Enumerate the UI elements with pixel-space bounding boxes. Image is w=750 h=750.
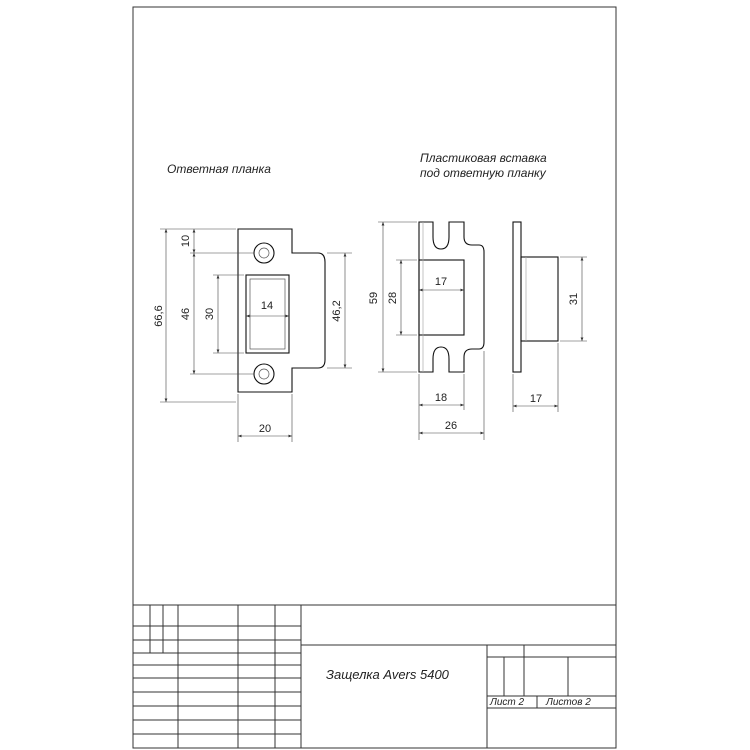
sheet-border	[132, 6, 617, 749]
side-flange	[512, 221, 522, 373]
dim-plate-window-width: 14	[261, 300, 273, 312]
insert-window	[418, 259, 465, 336]
dim-plate-top-offset: 10	[180, 235, 192, 247]
strike-plate-drawing	[237, 228, 326, 393]
dim-plate-window-height: 30	[204, 308, 216, 320]
dim-insert-body-width: 18	[435, 392, 447, 404]
drawing-title: Защелка Avers 5400	[326, 667, 450, 682]
caption-insert-line1: Пластиковая вставка	[420, 151, 547, 165]
strike-plate-dimensions: 66,6 10 46 30 14 46,2 20	[153, 228, 352, 442]
dim-plate-width: 20	[259, 423, 271, 435]
sheet-number: Лист 2	[489, 697, 525, 708]
caption-strike-plate: Ответная планка	[167, 162, 271, 176]
side-dimensions: 31 17	[512, 256, 587, 412]
screw-hole-bottom	[253, 363, 275, 385]
screw-hole-top	[253, 242, 275, 264]
dim-insert-total-height: 59	[368, 292, 380, 304]
dim-plate-holes-spacing: 46	[180, 308, 192, 320]
sheets-total: Листов 2	[545, 697, 591, 708]
insert-outline	[418, 221, 485, 373]
caption-insert-line2: под ответную планку	[420, 166, 547, 180]
dim-plate-total-height: 66,6	[153, 305, 165, 326]
plastic-insert-side-drawing	[512, 221, 559, 373]
strike-plate-window	[245, 274, 290, 354]
insert-dimensions: 59 28 17 18 26	[368, 221, 485, 440]
dim-insert-total-width: 26	[445, 420, 457, 432]
strike-plate-outline	[237, 228, 326, 393]
title-block: Защелка Avers 5400 Лист 2 Листов 2	[133, 604, 616, 748]
dim-insert-window-width: 17	[435, 276, 447, 288]
dim-side-height: 31	[568, 293, 580, 305]
side-body	[520, 256, 559, 342]
dim-insert-window-height: 28	[387, 292, 399, 304]
dim-plate-right-height: 46,2	[331, 300, 343, 321]
plastic-insert-front-drawing	[418, 221, 485, 373]
dim-side-depth: 17	[530, 393, 542, 405]
